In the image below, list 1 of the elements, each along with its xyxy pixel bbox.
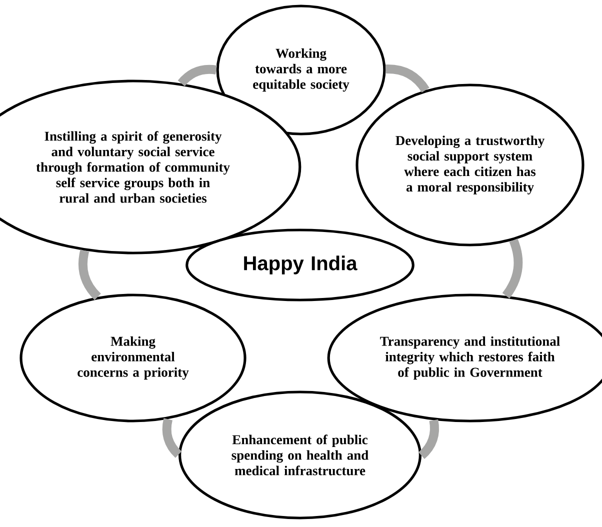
- ring-segment: [502, 238, 523, 298]
